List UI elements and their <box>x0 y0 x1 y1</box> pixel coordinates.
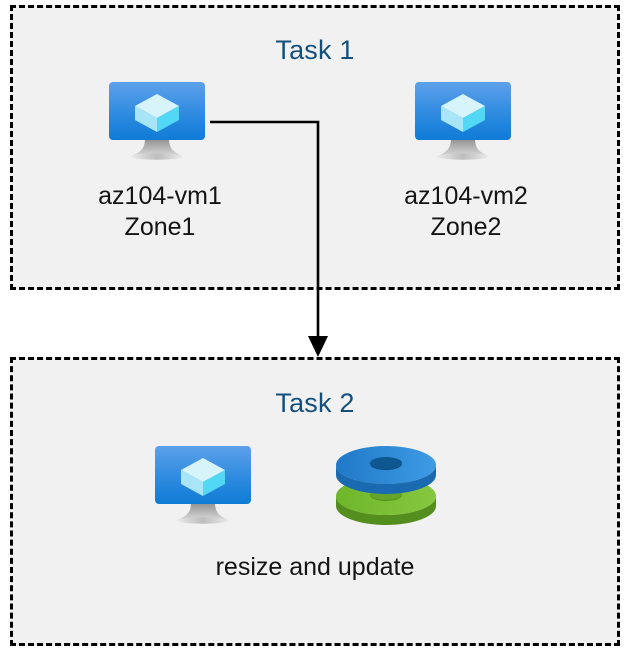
node-label-line1: az104-vm2 <box>404 182 528 210</box>
virtual-machine-icon <box>153 444 259 526</box>
task-2-caption-text: resize and update <box>215 553 415 581</box>
task-2-container: Task 2 <box>10 357 620 646</box>
down-arrow-icon <box>308 336 328 357</box>
node-label-line2: Zone2 <box>430 213 502 241</box>
task-2-vm-node[interactable] <box>153 444 259 531</box>
task-1-title: Task 1 <box>275 35 355 65</box>
node-label-line1: az104-vm1 <box>98 182 222 210</box>
task-2-title: Task 2 <box>275 388 355 418</box>
task-2-disks-node[interactable] <box>333 444 439 531</box>
node-az104-vm1[interactable]: az104-vm1 Zone1 <box>60 80 260 243</box>
node-label-line2: Zone1 <box>124 213 196 241</box>
node-az104-vm2[interactable]: az104-vm2 Zone2 <box>366 80 566 243</box>
task-2-caption: resize and update <box>10 552 620 583</box>
virtual-machine-icon <box>413 80 519 162</box>
virtual-machine-icon <box>107 80 213 162</box>
managed-disks-icon <box>333 444 439 526</box>
